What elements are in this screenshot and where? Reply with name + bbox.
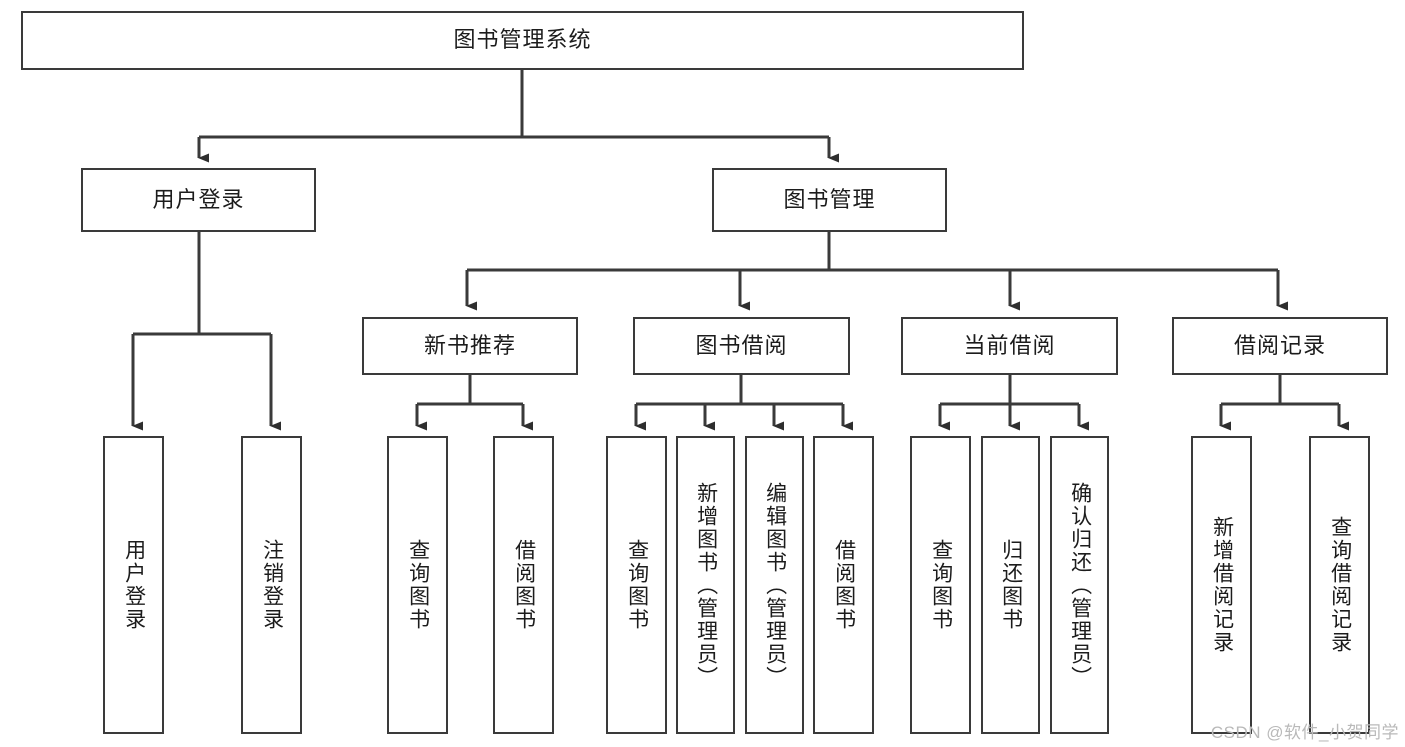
node-book-manage-label: 图书管理 — [783, 186, 876, 212]
node-leaf-query-book-1[interactable]: 查询图书 — [387, 436, 448, 734]
node-leaf-query-book-3[interactable]: 查询图书 — [910, 436, 971, 734]
node-leaf-add-book-label: 新增图书（管理员） — [694, 481, 718, 689]
node-leaf-confirm-return[interactable]: 确认归还（管理员） — [1050, 436, 1109, 734]
node-leaf-borrow-book-1-label: 借阅图书 — [512, 539, 536, 631]
csdn-watermark: CSDN @软件_小贺同学 — [1210, 723, 1399, 742]
node-leaf-query-book-2-label: 查询图书 — [625, 539, 649, 631]
node-leaf-user-logout-label: 注销登录 — [260, 539, 284, 631]
node-leaf-query-book-2[interactable]: 查询图书 — [606, 436, 667, 734]
node-leaf-query-book-1-label: 查询图书 — [406, 539, 430, 631]
node-new-book-recommend-label: 新书推荐 — [423, 332, 516, 358]
node-new-book-recommend[interactable]: 新书推荐 — [362, 317, 578, 375]
node-leaf-return-book-label: 归还图书 — [999, 539, 1023, 631]
node-book-borrow-label: 图书借阅 — [695, 332, 788, 358]
node-leaf-query-record-label: 查询借阅记录 — [1328, 516, 1352, 654]
node-current-borrow[interactable]: 当前借阅 — [901, 317, 1118, 375]
node-borrow-record-label: 借阅记录 — [1233, 332, 1326, 358]
node-current-borrow-label: 当前借阅 — [963, 332, 1056, 358]
node-leaf-user-login-label: 用户登录 — [122, 539, 146, 631]
node-root-system-label: 图书管理系统 — [453, 27, 592, 53]
node-leaf-user-login[interactable]: 用户登录 — [103, 436, 164, 734]
node-leaf-confirm-return-label: 确认归还（管理员） — [1068, 481, 1092, 689]
node-root-system[interactable]: 图书管理系统 — [21, 11, 1024, 70]
node-leaf-edit-book-label: 编辑图书（管理员） — [763, 481, 787, 689]
node-user-login[interactable]: 用户登录 — [81, 168, 316, 232]
node-user-login-label: 用户登录 — [152, 186, 245, 212]
node-book-manage[interactable]: 图书管理 — [712, 168, 947, 232]
node-leaf-query-book-3-label: 查询图书 — [929, 539, 953, 631]
node-leaf-add-record-label: 新增借阅记录 — [1210, 516, 1234, 654]
node-borrow-record[interactable]: 借阅记录 — [1172, 317, 1388, 375]
node-leaf-add-record[interactable]: 新增借阅记录 — [1191, 436, 1252, 734]
node-leaf-add-book[interactable]: 新增图书（管理员） — [676, 436, 735, 734]
node-leaf-borrow-book-2-label: 借阅图书 — [832, 539, 856, 631]
node-book-borrow[interactable]: 图书借阅 — [633, 317, 850, 375]
node-leaf-borrow-book-2[interactable]: 借阅图书 — [813, 436, 874, 734]
node-leaf-borrow-book-1[interactable]: 借阅图书 — [493, 436, 554, 734]
node-leaf-query-record[interactable]: 查询借阅记录 — [1309, 436, 1370, 734]
node-leaf-return-book[interactable]: 归还图书 — [981, 436, 1040, 734]
node-leaf-edit-book[interactable]: 编辑图书（管理员） — [745, 436, 804, 734]
node-leaf-user-logout[interactable]: 注销登录 — [241, 436, 302, 734]
